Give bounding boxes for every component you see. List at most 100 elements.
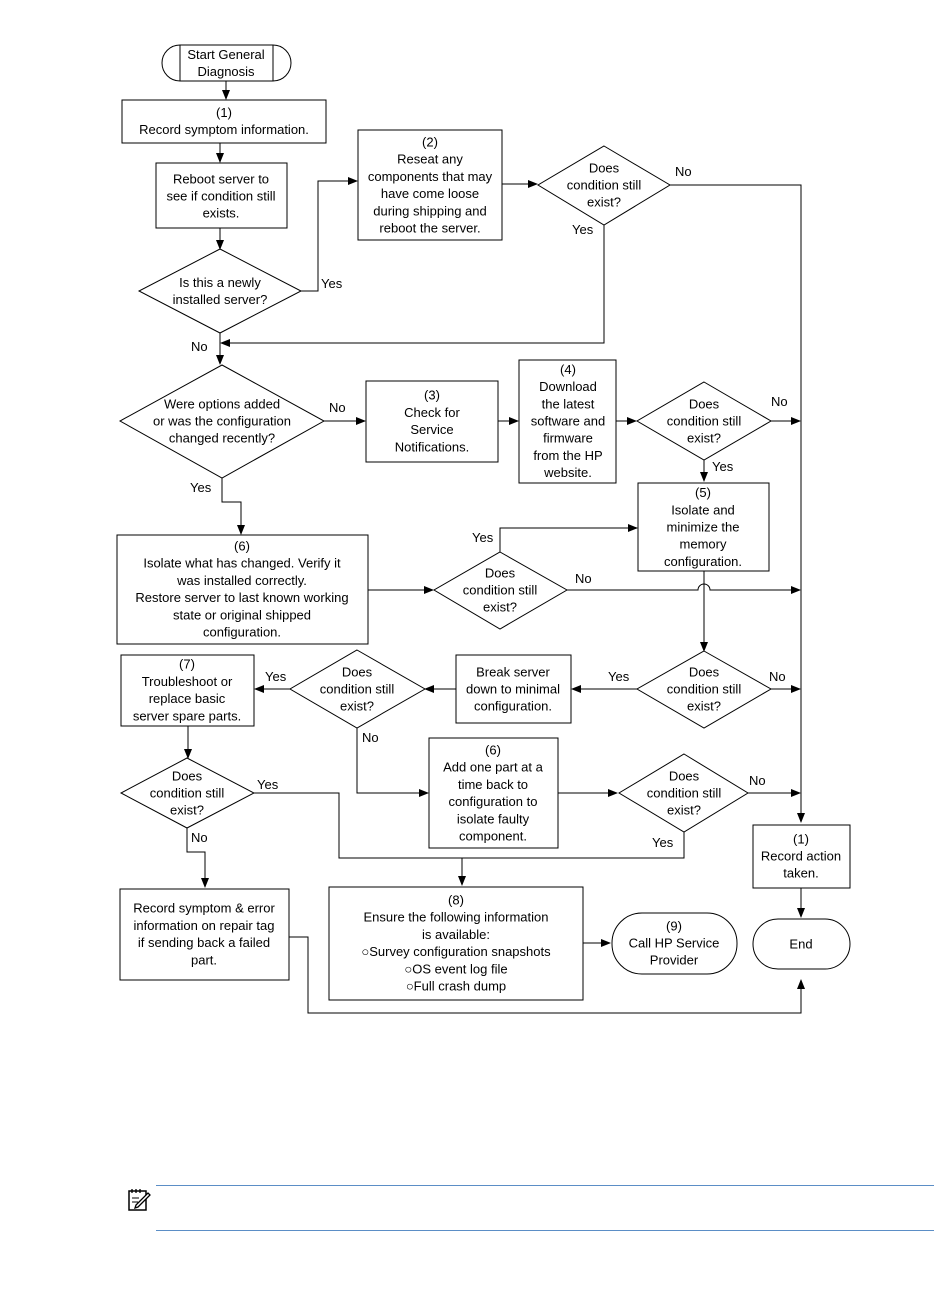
node-line: Reboot server to — [173, 171, 269, 186]
label-dC-no: No — [575, 571, 592, 586]
edge-options-n6a — [221, 478, 245, 535]
node-line: Record action — [761, 849, 841, 864]
node-line: (6) — [485, 743, 501, 758]
node-line: Diagnosis — [197, 64, 255, 79]
node-line: (9) — [666, 918, 682, 933]
label-dD-yes: Yes — [265, 669, 287, 684]
node-line: exist? — [667, 803, 701, 818]
node-line: exist? — [587, 195, 621, 210]
label-dB-yes: Yes — [712, 459, 734, 474]
label-newly-yes: Yes — [321, 276, 343, 291]
end-terminator: End — [752, 918, 851, 970]
node-line: Provider — [650, 953, 699, 968]
decision-f: Does condition still exist? — [119, 757, 256, 829]
node-line: if sending back a failed — [138, 935, 270, 950]
note-box — [156, 1185, 934, 1231]
label-dE-no: No — [769, 669, 786, 684]
node-line: Check for — [404, 405, 460, 420]
node-line: time back to — [458, 777, 528, 792]
node-text-n1: (1)Record symptom information. — [139, 105, 309, 137]
node-line: (2) — [422, 135, 438, 150]
node-line: Does — [689, 664, 720, 679]
node-line: configuration. — [474, 699, 552, 714]
node-line: condition still — [567, 178, 642, 193]
node-line: Is this a newly — [179, 275, 261, 290]
label-dB-no: No — [771, 394, 788, 409]
record-action-box: (1) Record action taken. — [752, 824, 851, 889]
node-line: Call HP Service — [629, 936, 720, 951]
label-dE-yes: Yes — [608, 669, 630, 684]
node-line: software and — [531, 414, 605, 429]
node-line: exists. — [203, 206, 240, 221]
node-line: Isolate what has changed. Verify it — [143, 556, 341, 571]
node-line: Reseat any — [397, 152, 463, 167]
node-line: (6) — [234, 539, 250, 554]
node-line: reboot the server. — [379, 221, 480, 236]
edge-repair-end — [289, 936, 805, 1014]
node-line: (4) — [560, 362, 576, 377]
node-line: installed server? — [173, 292, 268, 307]
node-line: Ensure the following information — [364, 910, 549, 925]
node-line: down to minimal — [466, 682, 560, 697]
label-dG-yes: Yes — [652, 835, 674, 850]
label-newly-no: No — [191, 339, 208, 354]
edge-dD-n6b — [356, 728, 429, 797]
node-text-end: End — [789, 937, 812, 952]
node-line: firmware — [543, 431, 593, 446]
node-line: taken. — [783, 866, 818, 881]
node-line: Record symptom & error — [133, 901, 275, 916]
node-line: exist? — [687, 699, 721, 714]
node-line: Restore server to last known working — [135, 590, 348, 605]
node-line: part. — [191, 952, 217, 967]
node-line: memory — [680, 537, 727, 552]
node-line: condition still — [150, 786, 225, 801]
node-line: (5) — [695, 485, 711, 500]
node-line: condition still — [667, 682, 742, 697]
node-line: End — [789, 937, 812, 952]
node-line: state or original shipped — [173, 607, 311, 622]
label-dD-no: No — [362, 730, 379, 745]
node-line: Record symptom information. — [139, 122, 309, 137]
node-line: exist? — [170, 803, 204, 818]
node-line: configuration. — [203, 625, 281, 640]
label-dF-yes: Yes — [257, 777, 279, 792]
node-line: the latest — [542, 396, 595, 411]
node-line: (1) — [793, 831, 809, 846]
node-line: replace basic — [149, 691, 226, 706]
edge-dA-yes-options — [220, 225, 605, 347]
node-line: Does — [172, 768, 203, 783]
node-line: minimize the — [667, 520, 740, 535]
edge-dG-yes — [462, 832, 685, 859]
note-icon — [128, 1189, 151, 1211]
node-line: condition still — [647, 786, 722, 801]
node-line: have come loose — [381, 186, 479, 201]
node-line: (8) — [448, 893, 464, 908]
label-dA-no: No — [675, 164, 692, 179]
node-line: Isolate and — [671, 502, 735, 517]
newly-installed-decision: Is this a newly installed server? — [137, 248, 303, 334]
edge-dC-n5 — [499, 524, 638, 552]
